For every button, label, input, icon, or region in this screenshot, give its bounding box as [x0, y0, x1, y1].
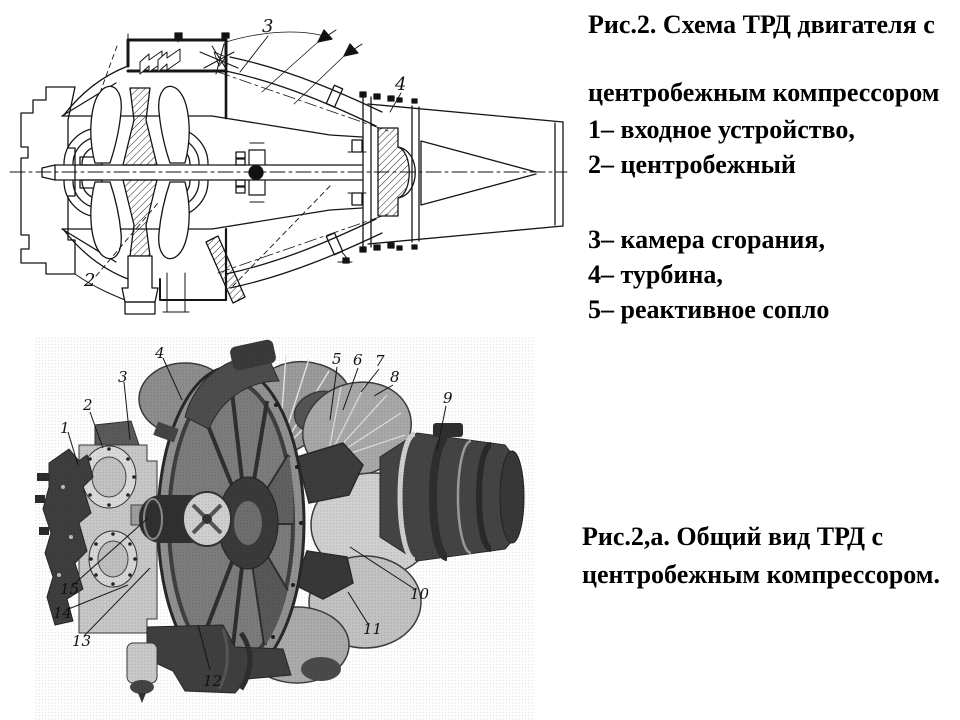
photo-label-7: 7 [375, 352, 385, 370]
photo-label-3: 3 [118, 368, 128, 386]
photo-label-8: 8 [390, 368, 400, 386]
photo-label-2: 2 [83, 396, 93, 414]
photo-label-14: 14 [53, 604, 73, 622]
top-caption-line-2: центробежным компрессором [588, 78, 940, 107]
photo-label-12: 12 [203, 672, 223, 690]
top-caption-line-1: Рис.2. Схема ТРД двигателя с [588, 10, 935, 39]
bottom-caption-line-1: Рис.2,а. Общий вид ТРД с [582, 522, 884, 551]
photo-label-10: 10 [410, 585, 430, 603]
shaft [41, 156, 363, 189]
photo-label-11: 11 [363, 620, 383, 638]
schematic-label-3: 3 [262, 16, 274, 37]
compressor-section [61, 65, 213, 315]
jet-nozzle-section [367, 97, 564, 251]
photo-label-9: 9 [443, 389, 453, 407]
section-view-arrows [225, 29, 363, 105]
bottom-caption-line-2: центробежным компрессором. [582, 560, 940, 589]
trd-cross-section-diagram [9, 29, 568, 315]
photo-label-1: 1 [60, 419, 70, 437]
inlet-housing-block [126, 32, 230, 302]
photo-label-13: 13 [72, 632, 92, 650]
legend-item-turbine: 4– турбина, [588, 260, 723, 289]
trd-engine-photo [35, 337, 535, 720]
combustion-chamber-ducts [199, 43, 389, 304]
halftone-texture-overlay [35, 337, 535, 720]
photo-label-15: 15 [60, 580, 80, 598]
photo-label-4: 4 [155, 344, 165, 362]
photo-label-6: 6 [353, 351, 363, 369]
legend-item-compressor: 2– центробежный [588, 150, 796, 179]
legend-item-combustion: 3– камера сгорания, [588, 225, 825, 254]
turbine-section [359, 91, 416, 253]
legend-item-inlet: 1– входное устройство, [588, 115, 855, 144]
schematic-label-2: 2 [84, 270, 96, 291]
photo-label-5: 5 [332, 350, 342, 368]
legend-item-nozzle: 5– реактивное сопло [588, 295, 830, 324]
photo-leader-lines [65, 357, 447, 671]
shaft-bearings-coupling [235, 139, 367, 206]
schematic-leader-lines [95, 35, 402, 287]
schematic-label-4: 4 [395, 74, 407, 95]
